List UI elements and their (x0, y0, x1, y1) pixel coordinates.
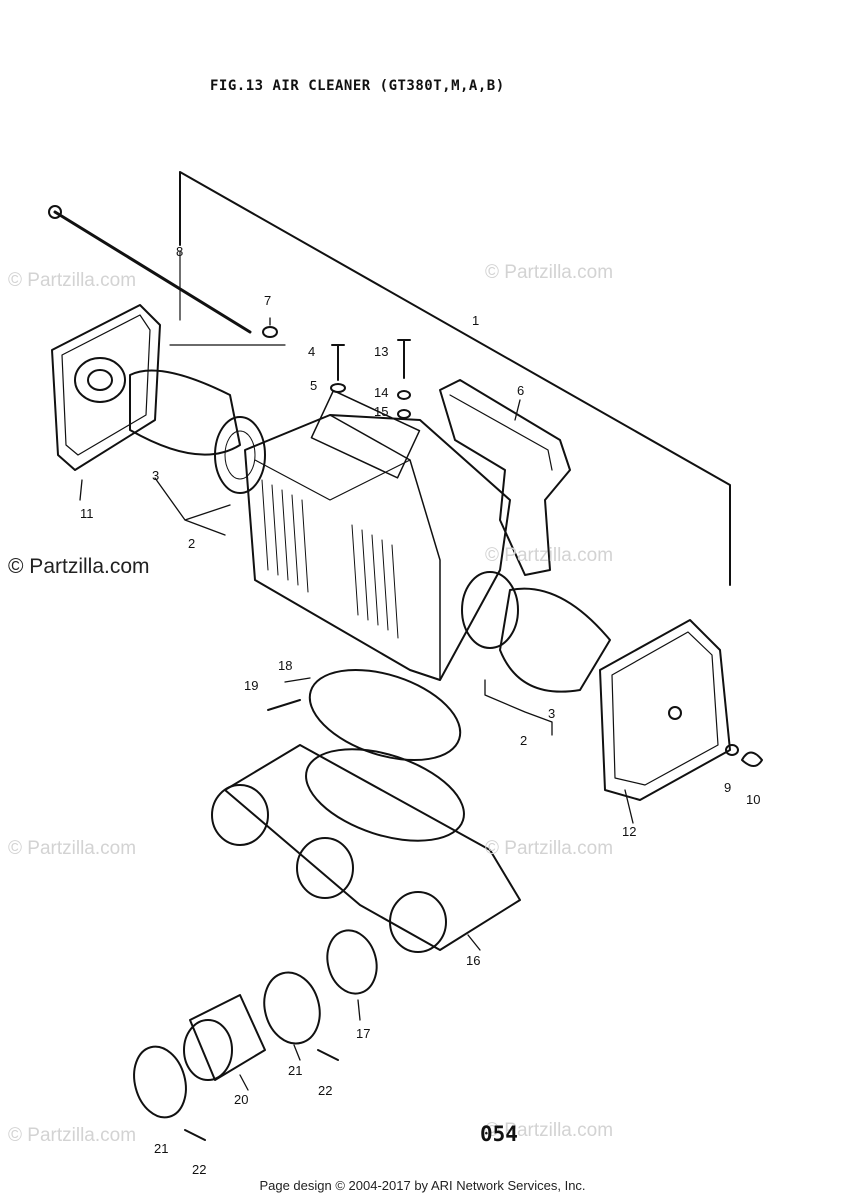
part-15-washer (397, 390, 411, 400)
part-callout-22: 22 (192, 1162, 206, 1177)
part-16-ring-seal (305, 748, 465, 842)
watermark: © Partzilla.com (8, 555, 150, 578)
part-callout-4: 4 (308, 344, 315, 359)
part-21-clamp-lower (133, 1045, 187, 1119)
part-callout-21: 21 (154, 1141, 168, 1156)
part-12-right-cover (599, 619, 731, 801)
part-14-washer (397, 409, 411, 419)
part-callout-9: 9 (724, 780, 731, 795)
part-3-left-filter (129, 369, 241, 456)
part-22-screw-upper (317, 1049, 339, 1061)
part-callout-7: 7 (264, 293, 271, 308)
part-callout-15: 15 (374, 404, 388, 419)
watermark: © Partzilla.com (485, 1120, 614, 1141)
part-callout-14: 14 (374, 385, 388, 400)
part-18-clamp (308, 668, 462, 762)
part-callout-17: 17 (356, 1026, 370, 1041)
watermark: © Partzilla.com (485, 545, 614, 566)
part-callout-3: 3 (548, 706, 555, 721)
part-3-right-filter (499, 587, 611, 693)
part-callout-11: 11 (80, 506, 94, 521)
watermark: © Partzilla.com (8, 270, 137, 291)
part-callout-13: 13 (374, 344, 388, 359)
part-callout-1: 1 (472, 313, 479, 328)
watermark: © Partzilla.com (485, 838, 614, 859)
part-22-screw-lower (184, 1129, 206, 1141)
part-callout-3: 3 (152, 468, 159, 483)
part-callout-2: 2 (520, 733, 527, 748)
part-4-bolt (331, 344, 345, 381)
part-21-clamp-upper (263, 971, 321, 1045)
main-housing (244, 414, 511, 681)
watermark: © Partzilla.com (8, 838, 137, 859)
part-callout-8: 8 (176, 244, 183, 259)
part-2-right-element (461, 571, 519, 649)
part-callout-16: 16 (466, 953, 480, 968)
part-16-intake-boot (224, 744, 521, 951)
figure-title: FIG.13 AIR CLEANER (GT380T,M,A,B) (210, 78, 505, 94)
part-callout-12: 12 (622, 824, 636, 839)
part-7-nut (262, 326, 278, 338)
part-callout-18: 18 (278, 658, 292, 673)
part-9-washer (725, 744, 739, 756)
part-callout-2: 2 (188, 536, 195, 551)
part-20-joint (189, 994, 266, 1081)
part-callout-6: 6 (517, 383, 524, 398)
part-2-left-element (214, 416, 266, 494)
bracket-part-1 (179, 171, 731, 586)
part-10-knob (741, 751, 763, 767)
part-callout-22: 22 (318, 1083, 332, 1098)
watermark: © Partzilla.com (485, 262, 614, 283)
copyright-footer: Page design © 2004-2017 by ARI Network S… (259, 1178, 586, 1193)
part-13-bolt (397, 339, 411, 379)
part-callout-10: 10 (746, 792, 760, 807)
part-callout-20: 20 (234, 1092, 248, 1107)
part-19-bolt (267, 699, 301, 711)
part-callout-21: 21 (288, 1063, 302, 1078)
part-callout-5: 5 (310, 378, 317, 393)
part-8-rod (53, 210, 252, 334)
part-17-clamp (326, 929, 378, 995)
part-5-washer (330, 383, 346, 393)
part-callout-19: 19 (244, 678, 258, 693)
part-11-left-cover (51, 304, 161, 471)
watermark: © Partzilla.com (8, 1125, 137, 1146)
part-6-duct (439, 379, 571, 576)
page-number: 054 (480, 1122, 518, 1146)
